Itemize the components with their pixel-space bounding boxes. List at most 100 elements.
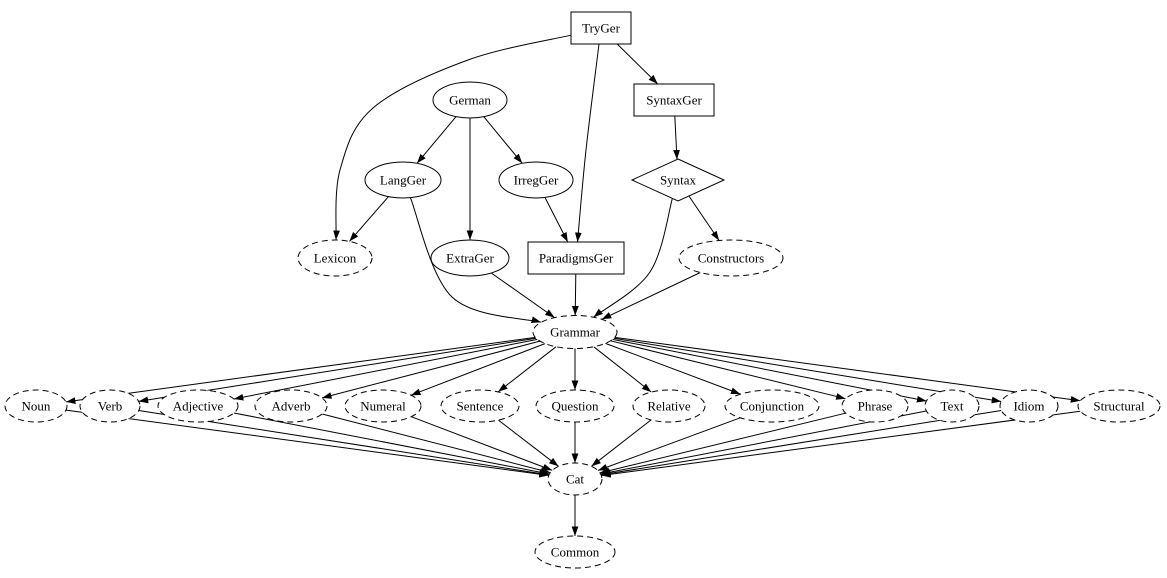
node-lexicon: Lexicon: [297, 239, 373, 277]
edge-tryger-to-paradigmsger: [574, 43, 600, 243]
node-paradigmsger: ParadigmsGer: [527, 241, 625, 275]
edge-constructors-to-grammar: [601, 272, 701, 320]
edge-langger-to-grammar: [409, 197, 542, 323]
node-label-cat: Cat: [566, 472, 584, 487]
edge-extrager-to-grammar: [491, 272, 555, 319]
node-label-structural: Structural: [1093, 399, 1145, 414]
node-shape-common: [534, 535, 616, 569]
edge-structural-to-cat: [601, 410, 1081, 478]
edge-relative-to-cat: [591, 419, 652, 467]
node-idiom: Idiom: [999, 389, 1059, 423]
edge-adjective-to-cat: [233, 412, 550, 476]
node-shape-phrase: [841, 389, 909, 423]
node-label-constructors: Constructors: [698, 251, 764, 266]
node-syntaxger: SyntaxGer: [633, 83, 715, 117]
edge-tryger-to-syntaxger: [616, 43, 659, 85]
node-question: Question: [535, 389, 615, 423]
node-shape-extrager: [430, 239, 510, 277]
node-label-sentence: Sentence: [457, 399, 504, 414]
node-shape-tryger: [570, 11, 632, 45]
node-shape-constructors: [678, 239, 784, 277]
node-label-question: Question: [552, 399, 599, 414]
edge-grammar-to-sentence: [497, 346, 557, 393]
node-shape-conjunction: [724, 389, 820, 423]
node-verb: Verb: [79, 389, 141, 423]
node-shape-adjective: [157, 389, 239, 423]
node-label-grammar: Grammar: [550, 325, 600, 340]
node-german: German: [432, 81, 508, 119]
edge-noun-to-cat: [65, 409, 549, 478]
node-shape-irregger: [498, 161, 574, 199]
node-label-phrase: Phrase: [858, 399, 893, 414]
node-shape-paradigmsger: [527, 241, 625, 275]
node-structural: Structural: [1077, 389, 1161, 423]
edge-grammar-to-phrase: [610, 340, 846, 400]
edge-grammar-to-adjective: [233, 338, 538, 401]
edge-numeral-to-cat: [411, 416, 553, 471]
node-constructors: Constructors: [678, 239, 784, 277]
node-shape-text: [924, 389, 980, 423]
node-label-german: German: [449, 93, 491, 108]
edge-grammar-to-conjunction: [605, 342, 741, 395]
node-shape-grammar: [532, 315, 618, 349]
node-label-adjective: Adjective: [173, 399, 224, 414]
node-sentence: Sentence: [440, 389, 520, 423]
node-text: Text: [924, 389, 980, 423]
node-label-common: Common: [551, 545, 600, 560]
node-label-noun: Noun: [22, 399, 51, 414]
node-label-idiom: Idiom: [1013, 399, 1044, 414]
edge-sentence-to-cat: [498, 419, 559, 467]
node-label-adverb: Adverb: [272, 399, 311, 414]
node-label-langger: LangGer: [380, 173, 427, 188]
edge-langger-to-lexicon: [349, 196, 389, 242]
node-shape-numeral: [344, 389, 422, 423]
node-common: Common: [534, 535, 616, 569]
node-langger: LangGer: [364, 161, 442, 199]
node-syntax: Syntax: [630, 158, 726, 202]
node-adjective: Adjective: [157, 389, 239, 423]
node-extrager: ExtraGer: [430, 239, 510, 277]
node-tryger: TryGer: [570, 11, 632, 45]
edge-phrase-to-cat: [599, 412, 846, 474]
node-label-tryger: TryGer: [582, 21, 620, 36]
edge-grammar-to-relative: [593, 346, 652, 393]
edge-german-to-langger: [416, 116, 457, 164]
node-shape-structural: [1077, 389, 1161, 423]
node-shape-question: [535, 389, 615, 423]
node-label-numeral: Numeral: [360, 399, 406, 414]
edge-grammar-to-numeral: [410, 343, 546, 396]
edge-syntax-to-grammar: [593, 198, 673, 318]
node-relative: Relative: [632, 389, 706, 423]
edge-idiom-to-cat: [601, 410, 1002, 477]
node-label-lexicon: Lexicon: [314, 251, 357, 266]
node-conjunction: Conjunction: [724, 389, 820, 423]
node-label-paradigmsger: ParadigmsGer: [539, 251, 614, 266]
node-shape-noun: [4, 389, 68, 423]
edge-german-to-irregger: [483, 116, 523, 164]
node-shape-lexicon: [297, 239, 373, 277]
node-label-irregger: IrregGer: [514, 173, 559, 188]
node-label-syntaxger: SyntaxGer: [646, 93, 702, 108]
edge-grammar-to-noun: [65, 336, 536, 404]
node-grammar: Grammar: [532, 315, 618, 349]
node-label-extrager: ExtraGer: [446, 251, 494, 266]
node-shape-langger: [364, 161, 442, 199]
node-label-syntax: Syntax: [660, 173, 697, 188]
node-phrase: Phrase: [841, 389, 909, 423]
node-shape-verb: [79, 389, 141, 423]
edge-adverb-to-cat: [322, 413, 551, 474]
node-shape-sentence: [440, 389, 520, 423]
edge-grammar-to-idiom: [613, 337, 1002, 404]
edge-grammar-to-adverb: [321, 340, 541, 399]
node-cat: Cat: [547, 462, 603, 496]
node-irregger: IrregGer: [498, 161, 574, 199]
node-adverb: Adverb: [254, 389, 328, 423]
edge-syntaxger-to-syntax: [673, 115, 680, 160]
edge-grammar-to-structural: [614, 336, 1081, 403]
node-label-relative: Relative: [647, 399, 691, 414]
edge-syntax-to-constructors: [688, 195, 720, 241]
node-numeral: Numeral: [344, 389, 422, 423]
